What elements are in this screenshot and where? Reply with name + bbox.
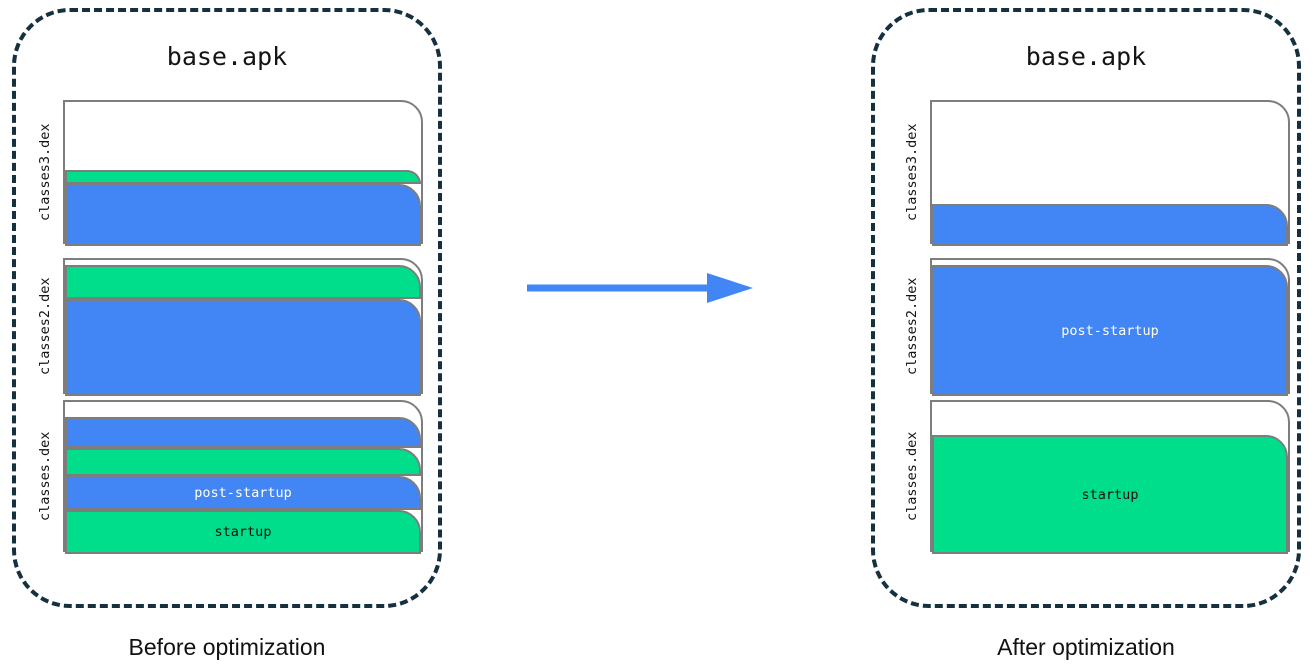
dex-box-after-classes2-dex: post-startup bbox=[930, 258, 1290, 396]
dex-band-label: post-startup bbox=[194, 485, 292, 502]
dex-band-startup bbox=[65, 265, 421, 300]
caption-after: After optimization bbox=[997, 634, 1175, 660]
dex-band-startup: startup bbox=[932, 435, 1288, 554]
dex-box-before-classes-dex: post-startup startup bbox=[63, 400, 423, 554]
dex-label-after-classes3-dex: classes3.dex bbox=[904, 123, 920, 221]
dex-band-startup bbox=[65, 447, 421, 477]
dex-band-post-startup bbox=[65, 184, 421, 246]
apk-title-before: base.apk bbox=[166, 42, 288, 71]
dex-band-label: post-startup bbox=[1061, 322, 1159, 339]
dex-label-after-classes-dex: classes.dex bbox=[904, 431, 920, 521]
dex-label-before-classes-dex: classes.dex bbox=[37, 431, 53, 521]
caption-before: Before optimization bbox=[128, 634, 326, 660]
right-arrow-icon bbox=[527, 273, 753, 303]
dex-label-before-classes2-dex: classes2.dex bbox=[37, 277, 53, 375]
dex-band-post-startup: post-startup bbox=[65, 476, 421, 510]
dex-box-before-classes3-dex bbox=[63, 100, 423, 246]
dex-band-post-startup bbox=[65, 417, 421, 448]
dex-box-before-classes2-dex bbox=[63, 258, 423, 396]
dex-band-post-startup bbox=[65, 299, 421, 396]
dex-label-after-classes2-dex: classes2.dex bbox=[904, 277, 920, 375]
apk-title-after: base.apk bbox=[1025, 42, 1147, 71]
dex-band-label: startup bbox=[1081, 486, 1139, 503]
dex-label-before-classes3-dex: classes3.dex bbox=[37, 123, 53, 221]
dex-box-after-classes-dex: startup bbox=[930, 400, 1290, 554]
dex-band-startup bbox=[65, 169, 421, 185]
dex-band-startup: startup bbox=[65, 509, 421, 554]
dex-box-after-classes3-dex bbox=[930, 100, 1290, 246]
transition-arrow bbox=[525, 268, 755, 308]
dex-band-post-startup: post-startup bbox=[932, 265, 1288, 396]
dex-band-post-startup bbox=[932, 204, 1288, 246]
dex-band-label: startup bbox=[214, 523, 272, 540]
